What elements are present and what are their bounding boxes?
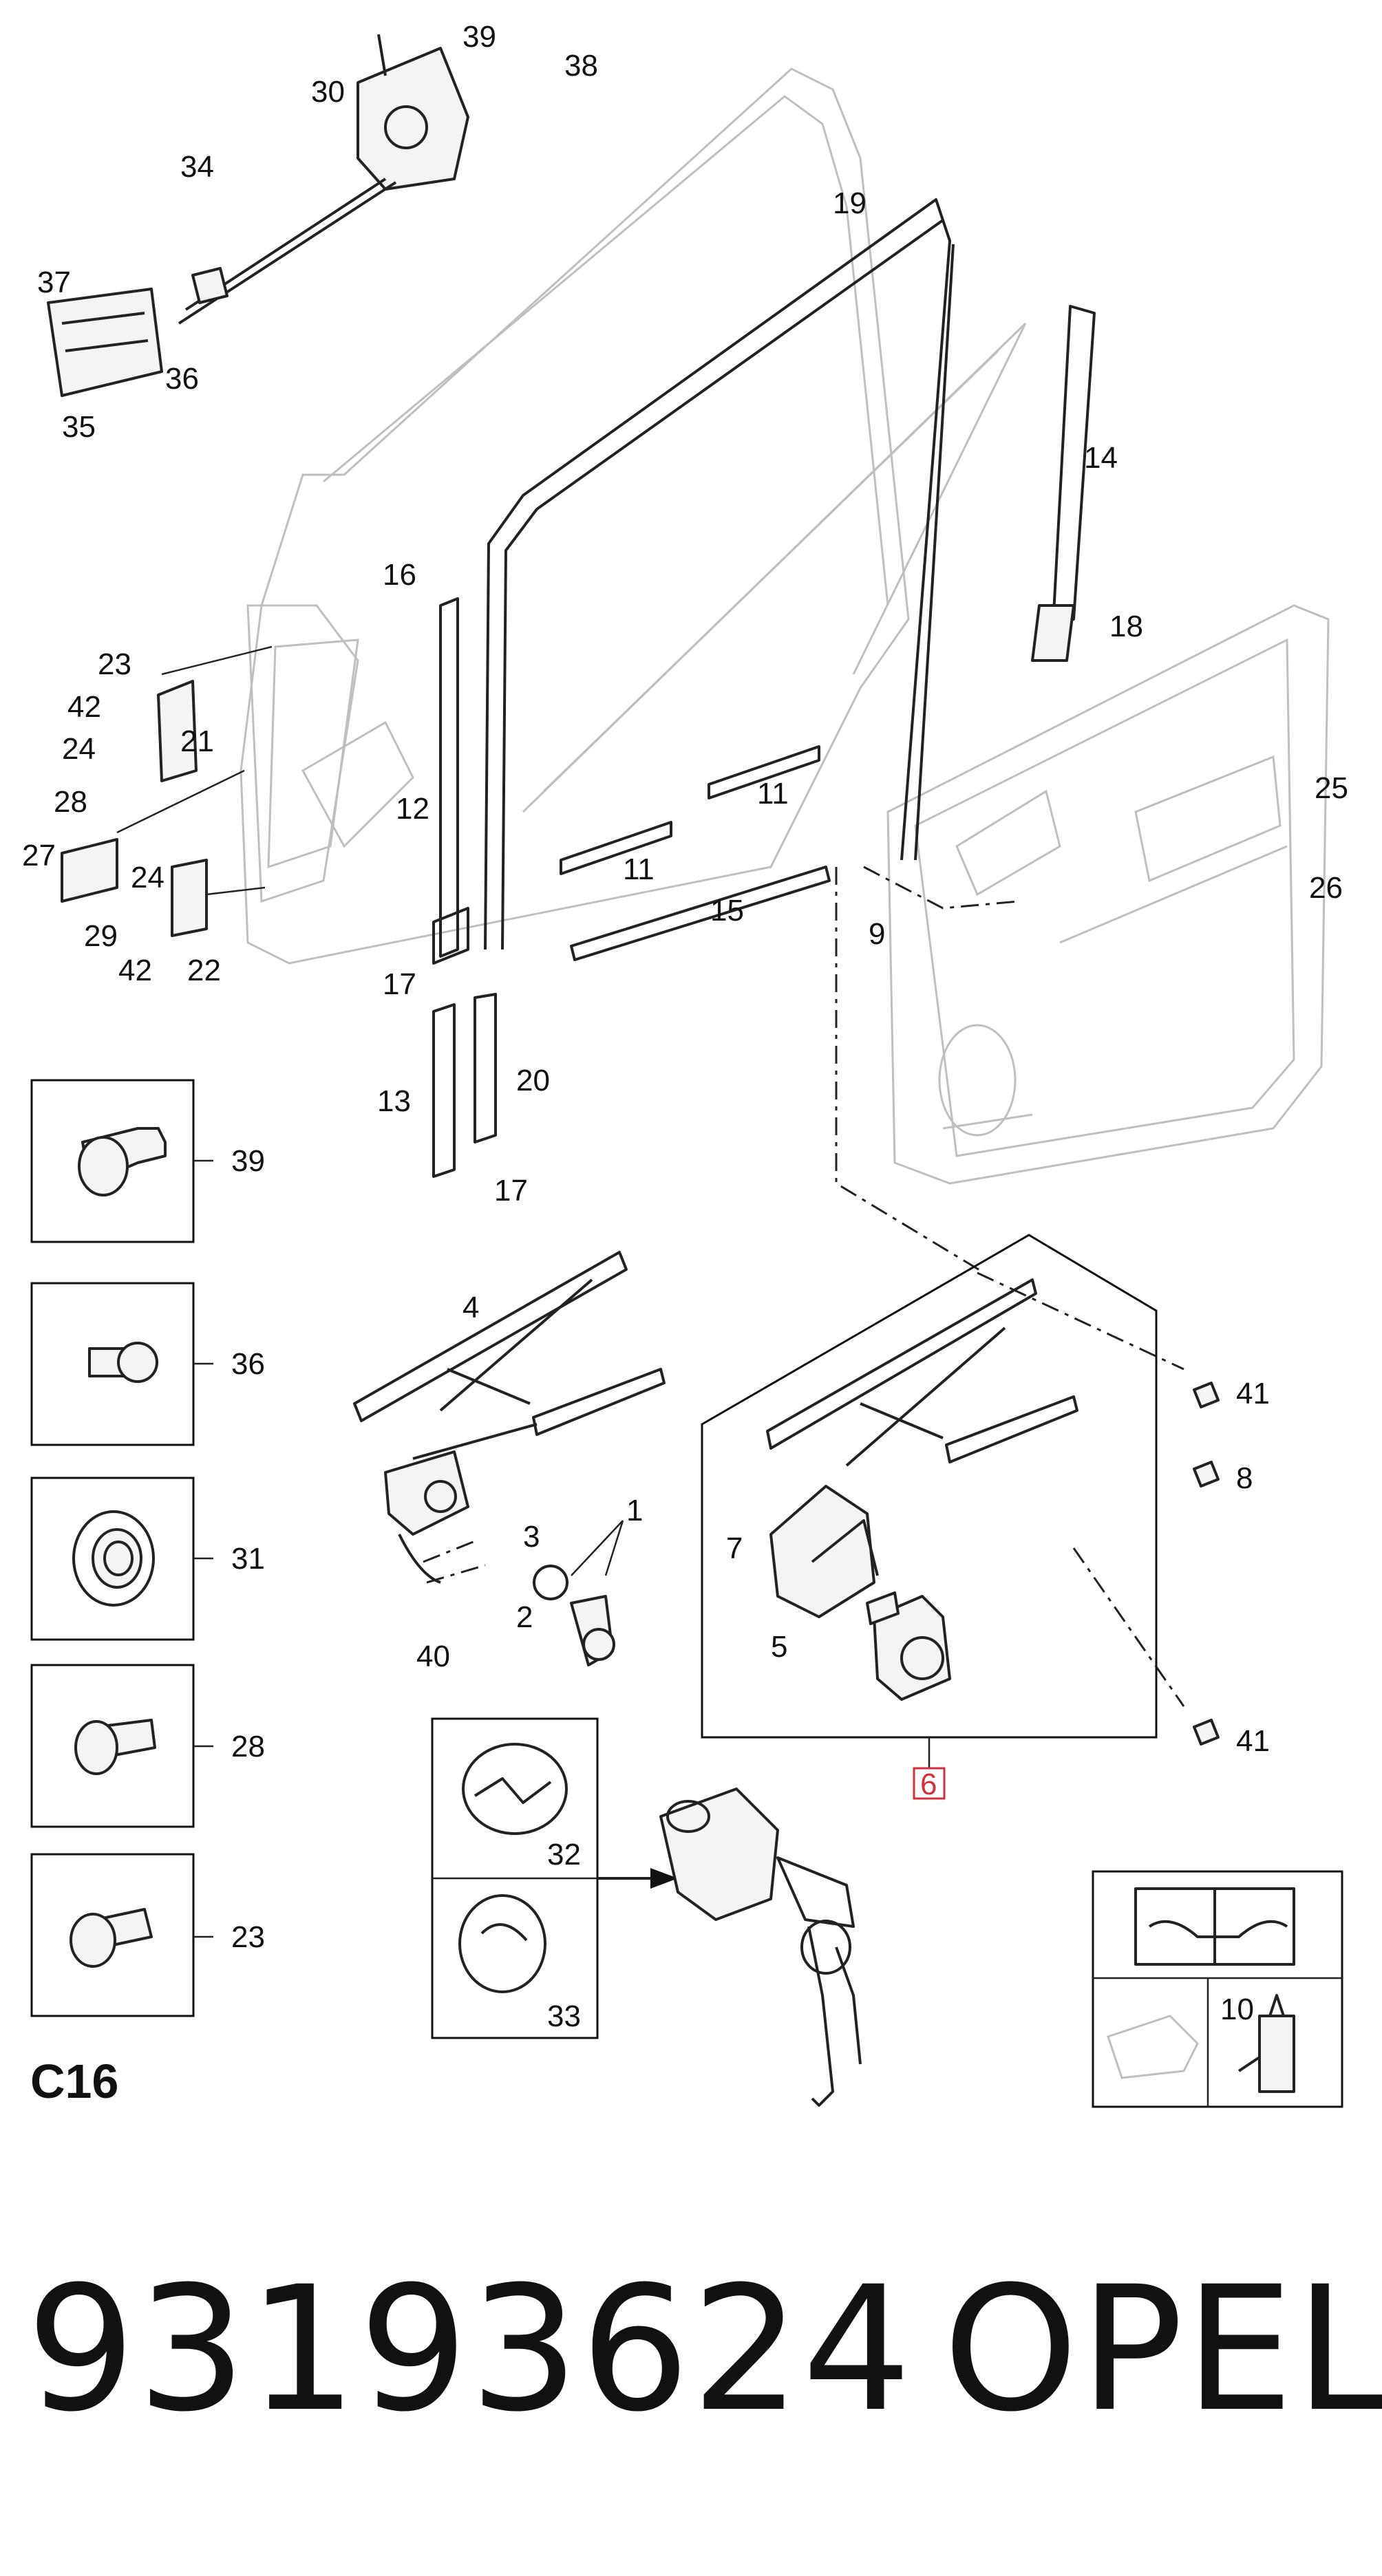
screw-inset-31 <box>30 1477 213 1641</box>
callout-11a: 11 <box>757 777 789 811</box>
callout-37: 37 <box>37 266 71 299</box>
callout-30: 30 <box>311 75 345 109</box>
callout-29: 29 <box>84 919 118 953</box>
screw-inset-28 <box>30 1664 213 1828</box>
screw-inset-39 <box>30 1079 213 1243</box>
callout-42a: 42 <box>67 690 101 724</box>
callout-2: 2 <box>516 1600 533 1634</box>
section-code: C16 <box>30 2054 119 2108</box>
callout-35: 35 <box>62 410 96 444</box>
callout-42b: 42 <box>118 954 152 987</box>
callout-20: 20 <box>516 1064 550 1097</box>
belt-moulding-strips <box>560 745 831 961</box>
front-guide-rail <box>432 597 497 1178</box>
callout-31: 31 <box>231 1542 265 1576</box>
callout-15: 15 <box>710 894 744 927</box>
callout-17b: 17 <box>494 1174 528 1208</box>
screw-inset-36 <box>30 1282 213 1446</box>
callout-39b: 39 <box>231 1144 265 1178</box>
callout-16: 16 <box>383 558 416 592</box>
callout-28b: 28 <box>231 1730 265 1763</box>
callout-5: 5 <box>771 1630 787 1664</box>
callout-3: 3 <box>523 1520 540 1554</box>
callout-11b: 11 <box>623 852 655 886</box>
window-channel-seal <box>484 198 955 950</box>
callout-39a: 39 <box>463 20 496 54</box>
door-shell-outline <box>240 67 1027 965</box>
door-trim-panel <box>886 604 1330 1185</box>
callout-24b: 24 <box>131 861 164 894</box>
callout-38: 38 <box>564 49 598 83</box>
callout-34: 34 <box>180 150 214 184</box>
callout-24a: 24 <box>62 732 96 766</box>
callout-23b: 23 <box>231 1920 265 1954</box>
tools-box <box>1092 1870 1343 2108</box>
callout-12: 12 <box>396 792 429 826</box>
callout-21: 21 <box>180 724 214 758</box>
hinges <box>61 680 208 937</box>
callout-14: 14 <box>1084 441 1118 475</box>
part-number: 93193624 <box>26 2249 913 2449</box>
screws-kit <box>1193 1382 1220 1746</box>
callout-10: 10 <box>1220 1993 1254 2026</box>
callout-36b: 36 <box>231 1347 265 1381</box>
callout-6: 6 <box>920 1768 937 1801</box>
callout-40: 40 <box>416 1640 450 1673</box>
callout-8: 8 <box>1236 1461 1253 1495</box>
leader-lines <box>116 645 1185 1707</box>
manual-window-regulator <box>353 1251 666 1584</box>
electric-regulator-kit <box>701 1234 1158 1800</box>
callout-27: 27 <box>22 839 56 872</box>
callout-41a: 41 <box>1236 1377 1270 1410</box>
callout-33: 33 <box>547 1999 581 2033</box>
callout-28a: 28 <box>54 785 87 819</box>
window-crank-handle <box>533 1520 624 1666</box>
callout-19: 19 <box>833 186 867 220</box>
callout-4: 4 <box>463 1291 479 1324</box>
callout-23a: 23 <box>98 647 131 681</box>
callout-18: 18 <box>1109 610 1143 643</box>
lock-cylinder-keys <box>659 1788 862 2107</box>
door-lock-assembly <box>178 34 469 325</box>
callout-22: 22 <box>187 954 221 987</box>
callout-7: 7 <box>726 1532 743 1565</box>
callout-32: 32 <box>547 1838 581 1871</box>
emblem-box <box>431 1717 678 2039</box>
callout-25: 25 <box>1315 771 1348 805</box>
callout-36a: 36 <box>165 362 199 396</box>
inner-door-handle <box>47 288 163 397</box>
callout-17a: 17 <box>383 967 416 1001</box>
screw-inset-23 <box>30 1853 213 2017</box>
callout-41b: 41 <box>1236 1724 1270 1758</box>
callout-13: 13 <box>377 1084 411 1118</box>
callout-9: 9 <box>869 917 885 951</box>
brand-name: OPEL <box>943 2249 1382 2449</box>
rear-guide-channel <box>1031 305 1096 662</box>
callout-1: 1 <box>626 1494 643 1527</box>
callout-labels: 1 2 3 4 5 6 7 8 9 10 11 11 12 13 14 15 1… <box>22 20 1348 2033</box>
callout-26: 26 <box>1309 871 1343 905</box>
